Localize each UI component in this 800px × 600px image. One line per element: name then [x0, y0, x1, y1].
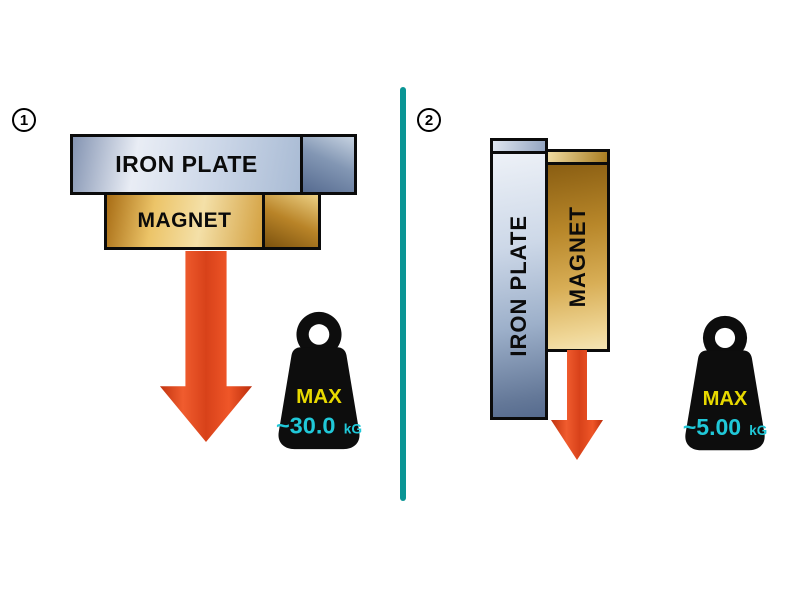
magnet-vertical: MAGNET: [545, 149, 610, 352]
magnet-label: MAGNET: [137, 209, 232, 232]
weight-icon: MAX ~5.00 kG: [683, 315, 767, 451]
weight-unit: kG: [344, 421, 362, 436]
iron-plate-face: IRON PLATE: [73, 137, 300, 192]
iron-plate-top-cap: [493, 141, 545, 154]
iron-plate-label: IRON PLATE: [115, 151, 258, 177]
panel-1-number-label: 1: [19, 111, 29, 129]
iron-plate-horizontal: IRON PLATE: [70, 134, 357, 195]
magnet-face-vertical: MAGNET: [548, 165, 607, 349]
magnet-end-cap: [262, 195, 318, 247]
weight-max-label: MAX: [296, 385, 342, 408]
panel-2-number-label: 2: [424, 111, 434, 129]
panel-1-number: 1: [12, 108, 36, 132]
magnet-horizontal: MAGNET: [104, 192, 321, 250]
panel-2-number: 2: [417, 108, 441, 132]
weight-value-line: ~30.0 kG: [276, 412, 362, 438]
magnet-label-vertical: MAGNET: [564, 206, 590, 308]
weight-max-label: MAX: [703, 388, 748, 410]
magnet-top-cap: [548, 152, 607, 165]
iron-plate-label-vertical: IRON PLATE: [506, 214, 531, 357]
iron-plate-face-vertical: IRON PLATE: [493, 154, 545, 417]
pull-force-down-arrow-icon: [159, 250, 253, 443]
pull-force-down-arrow-icon: [551, 350, 603, 460]
panel-divider: [400, 87, 406, 501]
iron-plate-end-cap: [300, 137, 354, 192]
magnet-face: MAGNET: [107, 195, 262, 247]
weight-unit: kG: [749, 423, 767, 438]
weight-icon: MAX ~30.0 kG: [276, 311, 362, 450]
weight-value: ~5.00: [683, 414, 741, 440]
weight-value-line: ~5.00 kG: [683, 414, 767, 440]
iron-plate-vertical: IRON PLATE: [490, 138, 548, 420]
weight-value: ~30.0: [276, 412, 336, 438]
